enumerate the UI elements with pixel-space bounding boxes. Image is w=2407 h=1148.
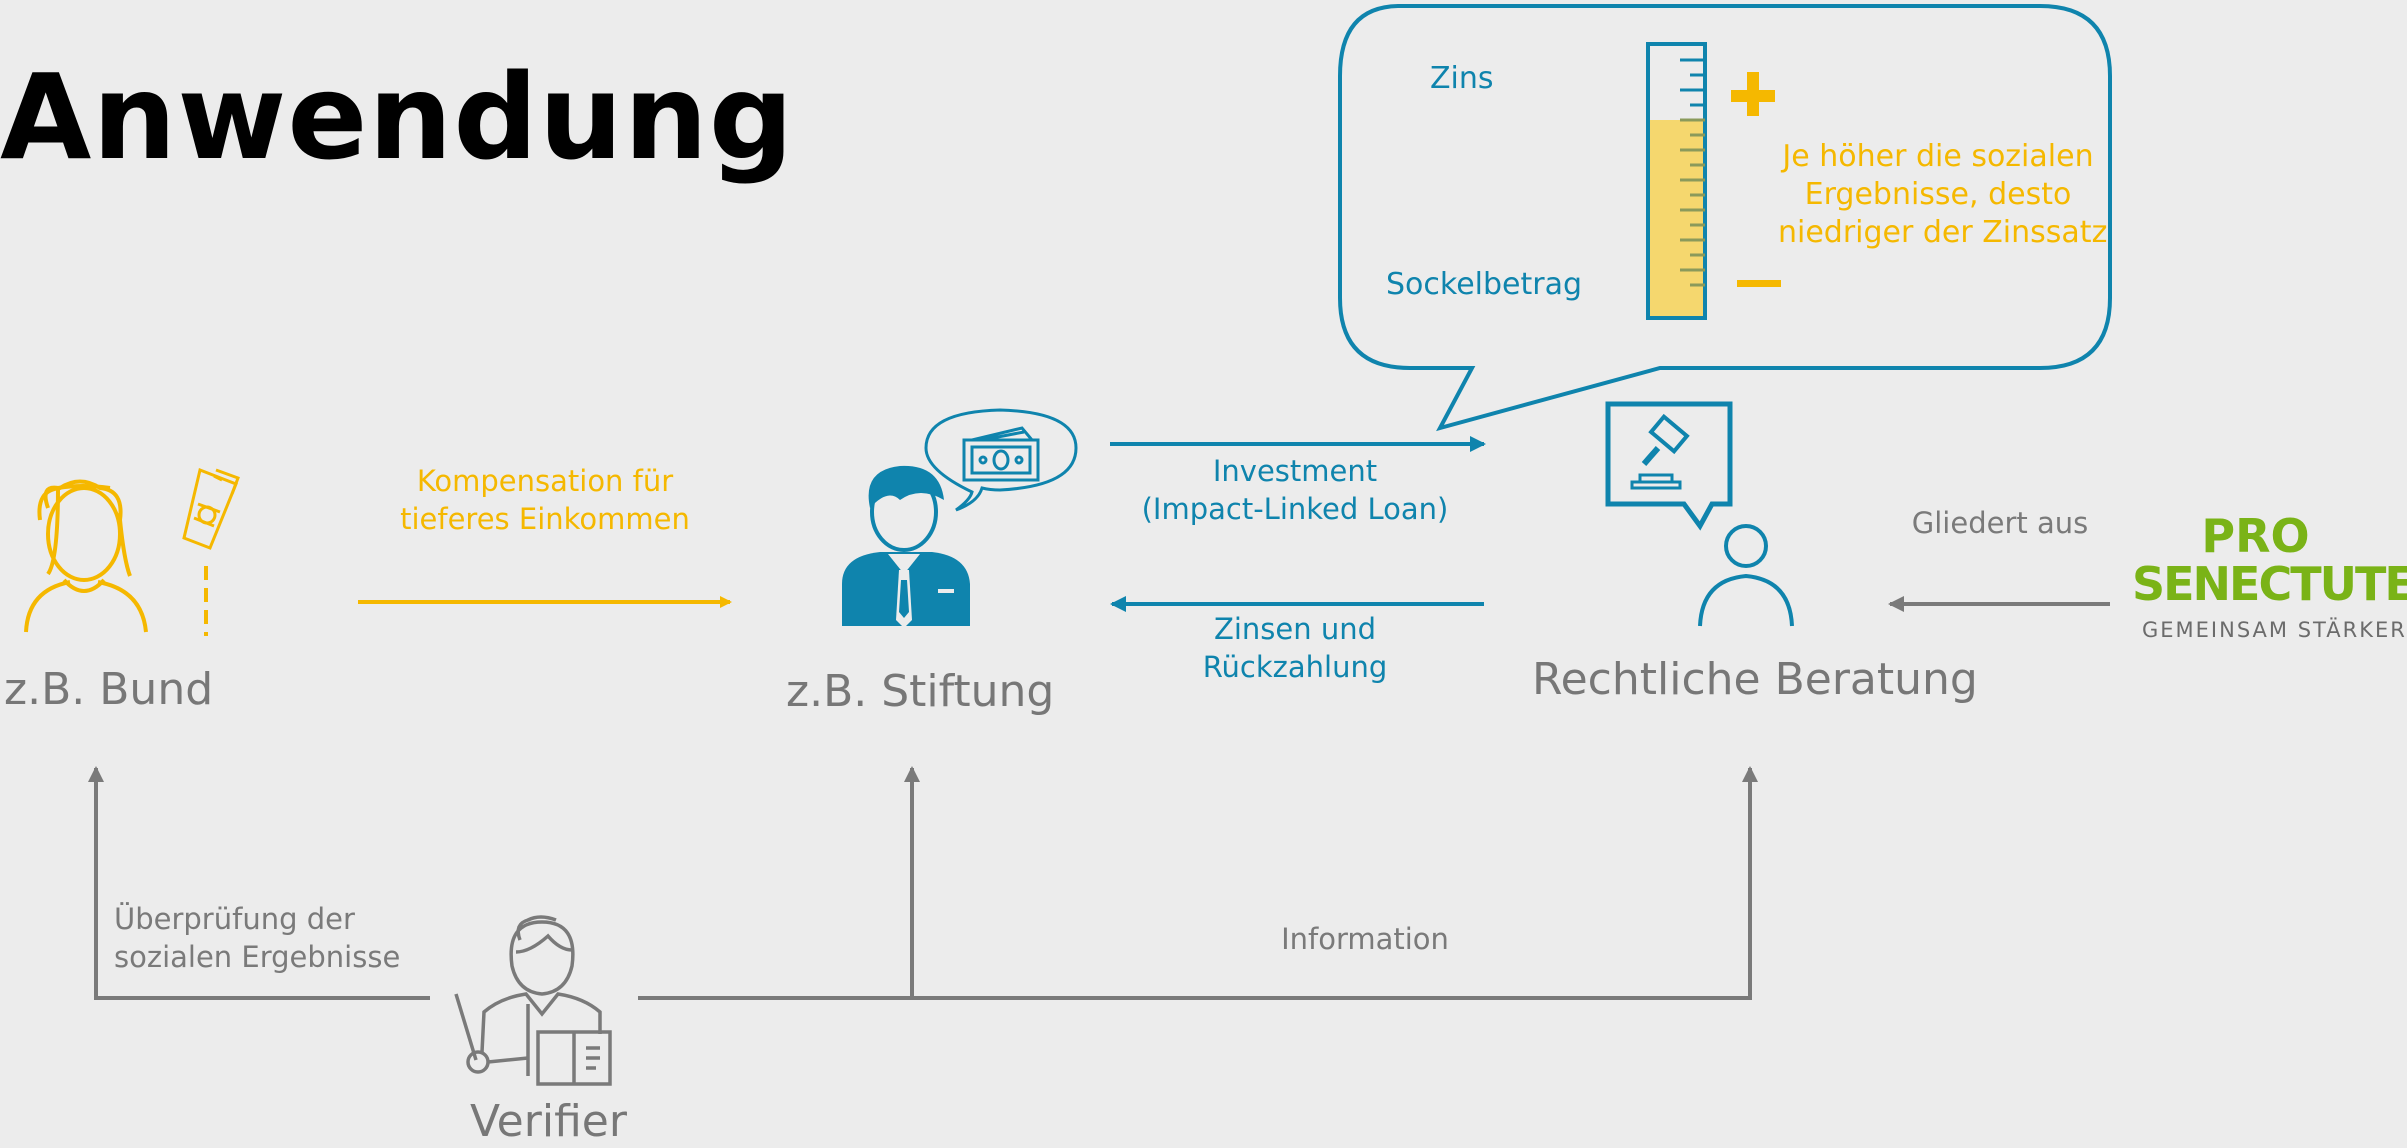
kompensation-label-line: Kompensation für [416,464,674,498]
gliedert-label: Gliedert aus [1911,506,2089,540]
investment-label-line: Investment [1212,454,1378,488]
teacher-icon [454,915,612,1086]
money-ticket-icon [182,467,240,636]
businessman-icon [842,465,970,628]
logo-line-pro: PRO [2201,509,2310,563]
sockelbetrag-label: Sockelbetrag [1386,267,1583,302]
ueberpruefung-label-line: Überprüfung der [114,902,355,936]
ueberpruefung-label-line: sozialen Ergebnisse [114,940,401,974]
bubble-note-line: Je höher die sozialen [1782,139,2094,174]
bubble-note-line: niedriger der Zinssatz [1778,215,2108,250]
interest-gauge-icon [1646,42,1707,320]
node-stiftung-label: z.B. Stiftung [786,666,1055,717]
verifier-connectors [88,766,1758,1000]
legal-advice-icon [1605,401,1794,627]
zins-label: Zins [1430,61,1494,96]
plus-icon [1731,72,1775,116]
kompensation-label-line: tieferes Einkommen [400,502,690,536]
pro-senectute-logo: PRO SENECTUTE GEMEINSAM STÄRKER [2132,512,2407,642]
investment-label: Investment (Impact-Linked Loan) [1140,452,1450,528]
bubble-note: Je höher die sozialen Ergebnisse, desto … [1778,138,2108,252]
logo-tagline: GEMEINSAM STÄRKER [2142,618,2407,642]
kompensation-label: Kompensation für tieferes Einkommen [395,462,695,538]
zinsen-label: Zinsen und Rückzahlung [1140,610,1450,686]
ueberpruefung-label: Überprüfung der sozialen Ergebnisse [114,900,400,976]
speech-bubble [1338,3,2112,432]
node-beratung-label: Rechtliche Beratung [1532,654,1978,705]
investment-label-line: (Impact-Linked Loan) [1141,492,1449,526]
information-label: Information [1281,922,1449,956]
bubble-note-line: Ergebnisse, desto [1804,177,2072,212]
minus-icon [1737,280,1781,287]
logo-line-senectute: SENECTUTE [2132,557,2407,611]
zinsen-label-line: Rückzahlung [1202,650,1388,684]
woman-icon [24,479,148,633]
node-verifier-label: Verifier [470,1096,627,1147]
money-thought-bubble-icon [924,408,1078,512]
zinsen-label-line: Zinsen und [1213,612,1377,646]
node-bund-label: z.B. Bund [4,664,214,715]
page-title: Anwendung [0,48,795,186]
